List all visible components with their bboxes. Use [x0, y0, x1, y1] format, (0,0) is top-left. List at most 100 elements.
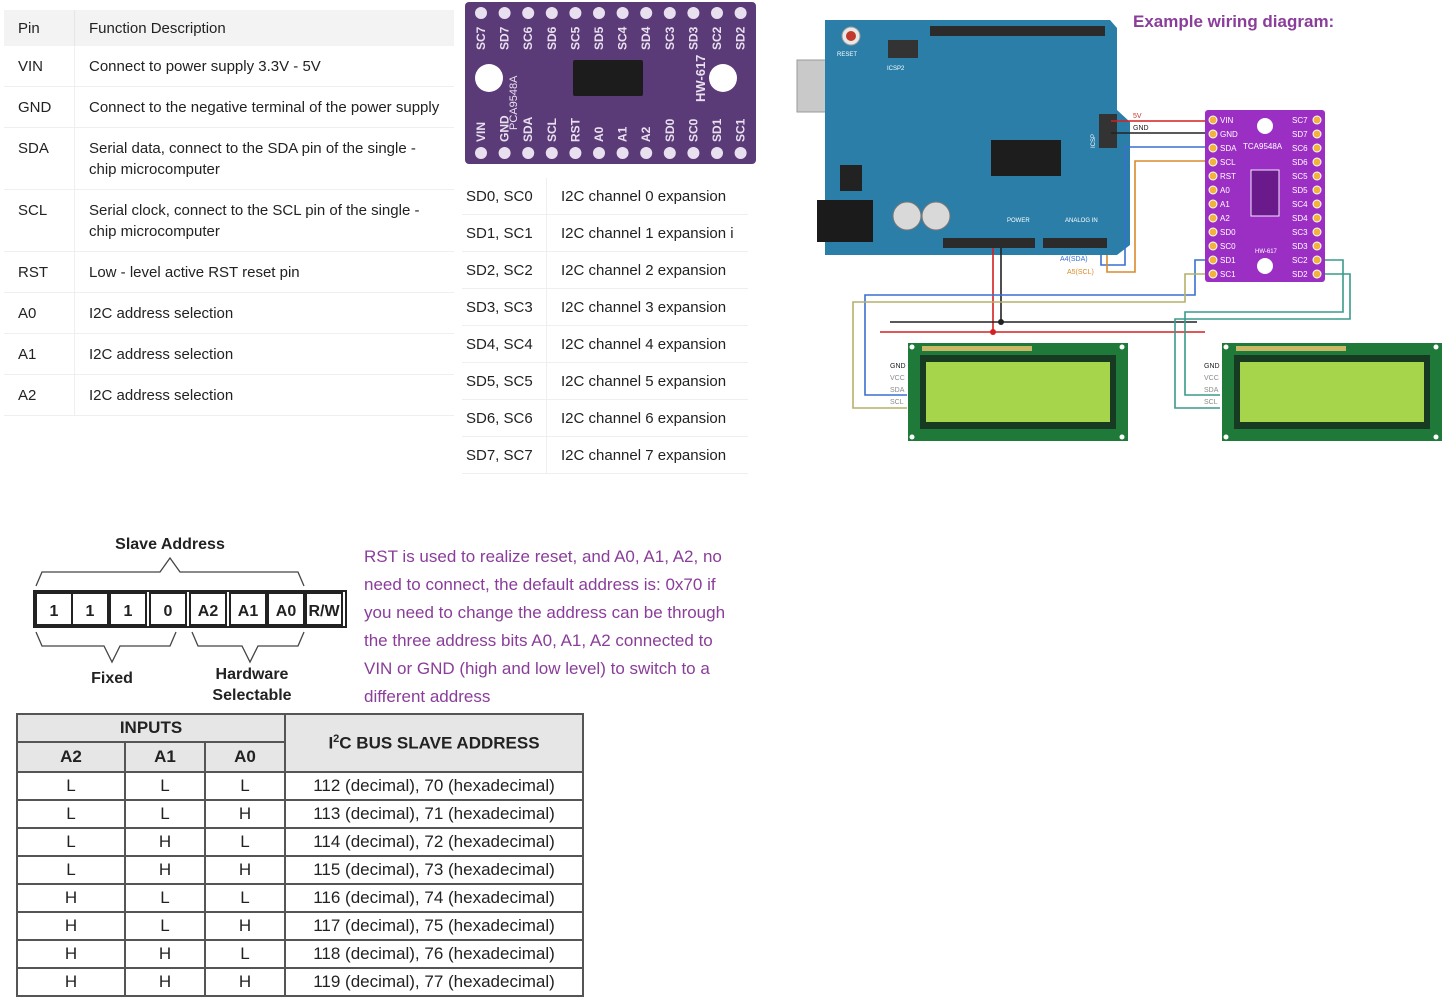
reset-note: RST is used to realize reset, and A0, A1…	[364, 547, 726, 706]
a1-column-header: A1	[124, 741, 206, 773]
mux-pin-pad	[1312, 143, 1322, 153]
address-cell-a1: L	[124, 799, 206, 829]
lcd-pin-label: VCC	[890, 375, 905, 382]
mux-pin-pad	[1312, 227, 1322, 237]
address-cell-addr: 112 (decimal), 70 (hexadecimal)	[284, 771, 584, 801]
module-pin-pad	[663, 7, 676, 19]
address-bit-cell	[149, 592, 187, 626]
fixed-label: Fixed	[91, 670, 133, 687]
module-pin-label: SD3	[686, 26, 700, 50]
lcd-mount-hole	[1223, 344, 1229, 350]
module-pin-label: SD1	[710, 118, 724, 142]
wiring-diagram: RESET ICSP2 ICSP POWER ANALOG IN 5V GND …	[796, 20, 1442, 441]
module-pin-pad	[711, 147, 723, 159]
wire-sda	[1100, 146, 1215, 266]
icsp2-header	[888, 40, 918, 58]
mux-pin-pad	[1312, 171, 1322, 181]
module-pin-pad	[616, 147, 629, 159]
bus-header-rest: C BUS SLAVE ADDRESS	[339, 733, 540, 753]
module-pin-pad	[616, 7, 629, 19]
pin-name: A0	[4, 292, 75, 334]
pin-description: I2C address selection	[74, 292, 454, 334]
lcd-mount-hole	[1119, 344, 1125, 350]
module-pin-label: SD6	[545, 26, 559, 50]
mux-pin-pad	[1312, 199, 1322, 209]
microcontroller-chip	[991, 140, 1061, 176]
channel-pins: SD0, SC0	[462, 178, 547, 215]
module-model-label: HW-617	[693, 55, 708, 102]
address-table-header-row-2: A2 A1 A0	[16, 741, 583, 773]
mux-mount-hole-top	[1257, 118, 1273, 134]
module-pin-label: SD2	[734, 26, 748, 50]
bus-address-header: I2C BUS SLAVE ADDRESS	[284, 713, 584, 773]
mux-pin-pad	[1208, 115, 1218, 125]
pin-name: GND	[4, 86, 75, 128]
pin-column-header: Pin	[4, 10, 75, 46]
mux-pin-pad	[1208, 199, 1218, 209]
fixed-bracket	[35, 631, 177, 664]
bus-header-i: I	[328, 733, 334, 753]
mux-pin-pad	[1208, 241, 1218, 251]
mux-pin-pad	[1208, 157, 1218, 167]
wire-power-gnd	[890, 248, 1197, 323]
capacitor-2	[921, 201, 951, 231]
pin-name: A2	[4, 374, 75, 416]
mux-model-label: HW-617	[1255, 249, 1278, 255]
mux-pin-label: SC6	[1292, 144, 1308, 153]
mux-pin-label: SC2	[1292, 256, 1308, 265]
mux-pin-label: SD1	[1220, 256, 1236, 265]
wire-gnd-label: GND	[1133, 125, 1149, 132]
hardware-bracket	[191, 631, 305, 664]
lcd-screen	[926, 362, 1110, 422]
wire-lcd1-scl	[852, 273, 1215, 409]
wire-a4-label: A4(SDA)	[1060, 256, 1088, 263]
mux-pin-pad	[1208, 171, 1218, 181]
channel-pins: SD6, SC6	[462, 399, 547, 437]
module-pin-pad	[711, 7, 723, 19]
slave-address-title: Slave Address	[115, 536, 225, 553]
reset-label: RESET	[837, 52, 857, 58]
address-cell-addr: 116 (decimal), 74 (hexadecimal)	[284, 883, 584, 913]
mux-pin-label: SC7	[1292, 116, 1308, 125]
channel-description: I2C channel 1 expansion i	[546, 214, 748, 252]
lcd-pin-label: SCL	[1204, 399, 1218, 406]
lcd-pin-label: SCL	[890, 399, 904, 406]
address-bit-cell	[189, 592, 227, 626]
mux-pin-label: A1	[1220, 200, 1230, 209]
address-cell-addr: 119 (decimal), 77 (hexadecimal)	[284, 967, 584, 997]
module-pin-pad	[522, 7, 535, 19]
module-chip-label: PCA9548A	[508, 75, 520, 130]
address-bit-label: A1	[238, 603, 259, 620]
address-cell-a2: L	[16, 799, 126, 829]
arduino-pcb	[825, 20, 1130, 255]
module-pin-pad	[734, 147, 747, 159]
mux-pin-label: SD4	[1292, 214, 1308, 223]
address-cell-a0: H	[204, 855, 286, 885]
mux-pin-label: RST	[1220, 172, 1236, 181]
mux-pin-pad	[1208, 269, 1218, 279]
module-pin-label: SDA	[521, 116, 535, 142]
module-pin-pad	[569, 7, 582, 19]
mux-pin-label: GND	[1220, 130, 1238, 139]
mux-pin-label: SDA	[1220, 144, 1237, 153]
address-cell-addr: 113 (decimal), 71 (hexadecimal)	[284, 799, 584, 829]
wire-a5-label: A5(SCL)	[1067, 269, 1094, 276]
channel-description: I2C channel 5 expansion	[546, 362, 748, 400]
wire-5v-label: 5V	[1133, 113, 1142, 120]
pin-name: SDA	[4, 127, 75, 190]
hardware-label-line1: Hardware	[215, 666, 289, 683]
address-cell-a1: H	[124, 855, 206, 885]
pin-description: Serial data, connect to the SDA pin of t…	[74, 127, 454, 190]
module-pin-pad	[593, 7, 605, 19]
wires	[852, 120, 1351, 409]
